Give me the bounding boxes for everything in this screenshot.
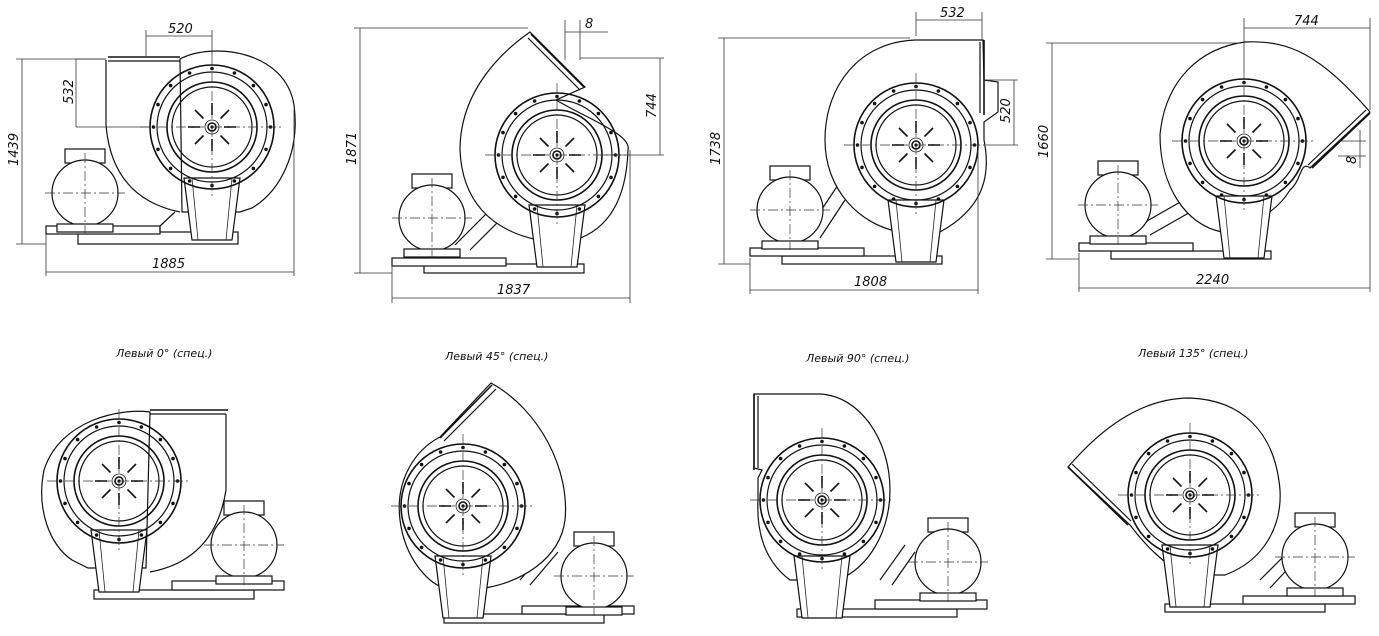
fan-view-3: 532 520 1738 1808 xyxy=(709,6,1018,294)
dim-v2-top: 8 xyxy=(585,17,593,32)
dim-v2-side: 744 xyxy=(645,93,660,118)
dim-v3-top: 532 xyxy=(940,6,965,21)
dim-v4-top: 744 xyxy=(1294,14,1319,29)
dim-v4-width: 2240 xyxy=(1196,273,1229,288)
fan-view-4: 744 8 1660 2240 xyxy=(1037,14,1371,292)
caption-left-90: Левый 90° (спец.) xyxy=(805,352,909,365)
caption-left-45: Левый 45° (спец.) xyxy=(444,350,548,363)
dim-v1-side: 532 xyxy=(62,79,77,104)
dim-v2-height: 1871 xyxy=(345,132,360,165)
dim-v4-side: 8 xyxy=(1345,156,1360,164)
dim-v1-width: 1885 xyxy=(152,257,185,272)
dim-v1-height: 1439 xyxy=(7,133,22,166)
caption-left-0: Левый 0° (спец.) xyxy=(115,347,212,360)
fan-view-left-0 xyxy=(41,408,285,600)
dim-v3-side: 520 xyxy=(999,98,1014,123)
fan-view-left-90 xyxy=(749,393,989,619)
dim-v2-width: 1837 xyxy=(497,283,531,298)
fan-view-1: 520 532 1439 1885 xyxy=(7,22,296,276)
fan-view-2: 8 744 1871 1837 xyxy=(345,17,664,303)
caption-left-135: Левый 135° (спец.) xyxy=(1137,347,1248,360)
dim-v4-height: 1660 xyxy=(1037,125,1052,158)
dim-v3-width: 1808 xyxy=(854,275,887,290)
dim-v3-height: 1738 xyxy=(709,132,724,165)
dim-v1-top: 520 xyxy=(168,22,193,37)
fan-view-left-135 xyxy=(1067,397,1356,613)
fan-view-left-45 xyxy=(390,382,635,624)
